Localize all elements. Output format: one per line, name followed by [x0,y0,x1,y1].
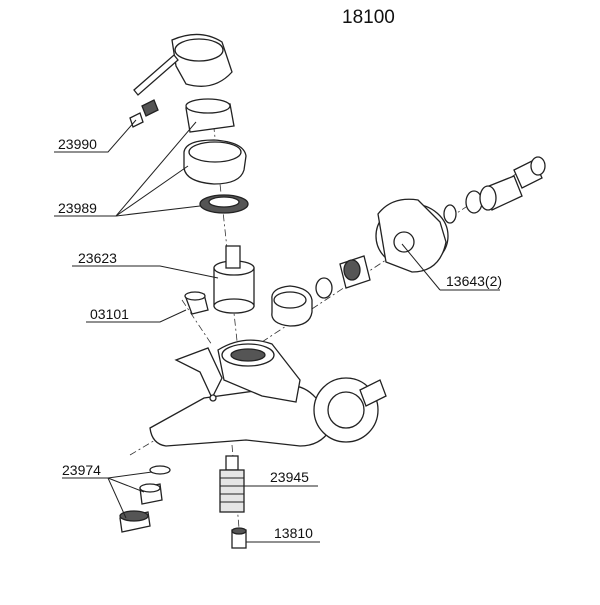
aerator-insert-top [139,483,161,493]
washer-2 [465,190,483,214]
leader-rings-c [115,121,197,217]
cap-top [184,291,206,301]
o-ring-1 [315,277,333,299]
grub-screw [129,99,159,128]
leader-rings-b [115,205,201,217]
aerator-parts [119,465,171,533]
small-cap [184,291,209,315]
seal-ring-hole [208,196,240,208]
assembly-number: 18100 [342,7,395,28]
cover-rings [183,139,249,214]
rear-union [313,377,387,443]
rear-union-face [327,391,365,429]
horizontal-fittings [271,255,371,327]
leader-cap [86,309,187,323]
diverter-threads [220,477,244,503]
leader-lines [54,119,500,543]
cap-axis-line [181,299,213,346]
aerator-housing-top [119,510,149,522]
label-cap: 03101 [90,306,129,322]
faucet-spout [149,384,331,447]
leader-handle [54,119,137,153]
eccentric-connector [443,156,546,224]
faucet-hole [209,394,217,402]
label-cartridge: 23623 [78,250,117,266]
handle-top [174,38,224,62]
diverter-body [219,469,245,513]
rear-union-thread [359,379,387,407]
cartridge [213,245,255,314]
flange-hole [393,231,415,253]
cartridge-bottom [213,298,255,314]
leader-cartridge [72,265,219,279]
plug-top [231,527,247,535]
label-flange: 13643(2) [446,273,502,289]
diverter-cartridge [219,455,245,513]
leader-aerator-b [107,477,145,493]
wall-flange [375,198,449,273]
threaded-connector-bore [343,259,361,281]
handle-adapter [185,98,235,133]
adapter-top [185,98,231,114]
union-nut-face [273,291,307,309]
lever-handle [133,33,233,96]
connector-end [530,156,546,176]
cover-sleeve-top [188,141,242,163]
cartridge-stem [225,245,241,269]
label-aerator: 23974 [62,462,101,478]
leader-aerator-c [107,477,127,519]
diverter-top [225,455,239,471]
cartridge-seat-opening [230,348,266,362]
label-diverter: 23945 [270,469,309,485]
handle-lever [133,54,179,96]
washer-1 [443,204,457,224]
label-plug: 13810 [274,525,313,541]
faucet-body [149,339,331,447]
label-handle: 23990 [58,136,97,152]
leader-flange [401,243,441,291]
connector-face [479,185,497,211]
leader-aerator-a [107,471,153,479]
screw-threads [141,99,159,117]
aerator-washer [149,465,171,475]
plug [231,527,247,549]
lever-fin [174,347,223,400]
label-rings: 23989 [58,200,97,216]
